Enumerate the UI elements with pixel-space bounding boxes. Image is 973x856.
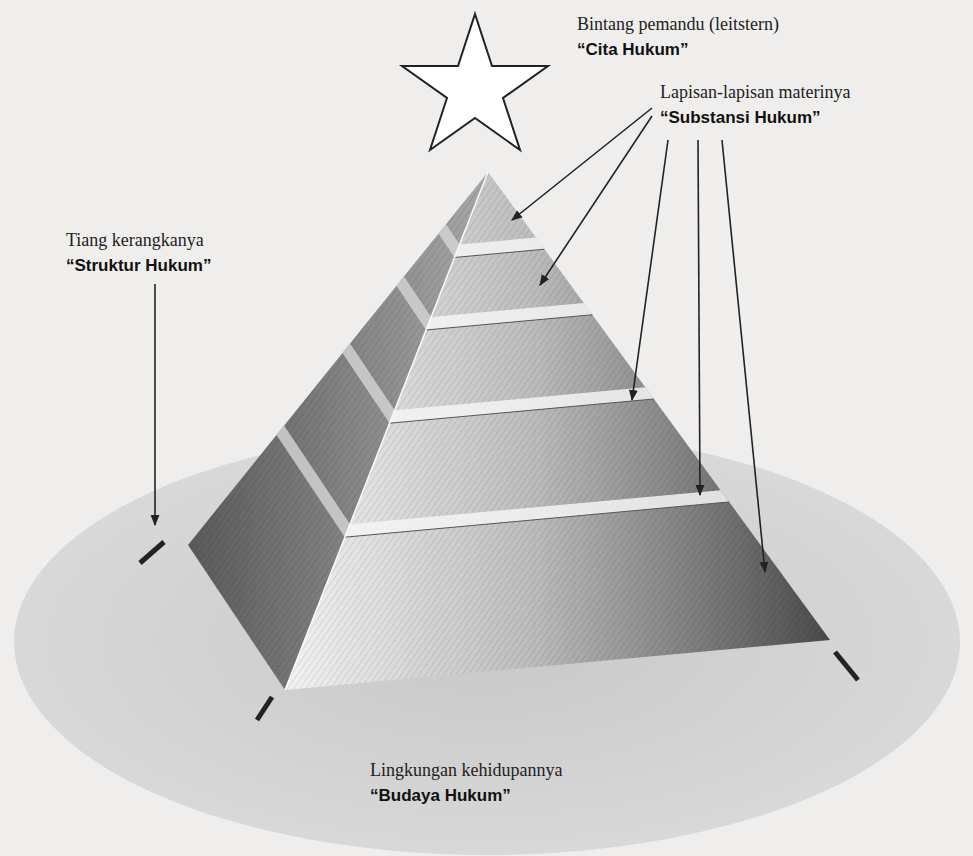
layer-edge [390, 399, 654, 423]
pyramid-front-face [285, 172, 830, 690]
structure-title: “Struktur Hukum” [66, 256, 211, 276]
layer-ledge [277, 426, 351, 538]
layer-ledge [345, 490, 729, 537]
structure-caption: Tiang kerangkanya [66, 230, 204, 251]
culture-caption: Lingkungan kehidupannya [370, 760, 562, 781]
pyramid-hatch [285, 172, 830, 690]
layer-edge [426, 315, 592, 330]
star-caption: Bintang pemandu (leitstern) [577, 14, 779, 35]
layer-edge [345, 502, 729, 537]
layer-ledge [426, 303, 592, 330]
substance-caption: Lapisan-lapisan materinya [660, 82, 850, 103]
star-title: “Cita Hukum” [577, 40, 688, 60]
layer-ledge [390, 387, 654, 423]
guiding-star [402, 14, 548, 150]
layer-ledge [455, 238, 545, 258]
frame-legs [140, 542, 858, 720]
substance-title: “Substansi Hukum” [660, 108, 821, 128]
layer-edge [455, 249, 545, 257]
layer-ledge [397, 276, 432, 330]
culture-title: “Budaya Hukum” [370, 786, 511, 806]
pyramid-ridge [285, 172, 488, 690]
layer-ledge [343, 344, 395, 424]
leader-arrows [155, 108, 765, 572]
